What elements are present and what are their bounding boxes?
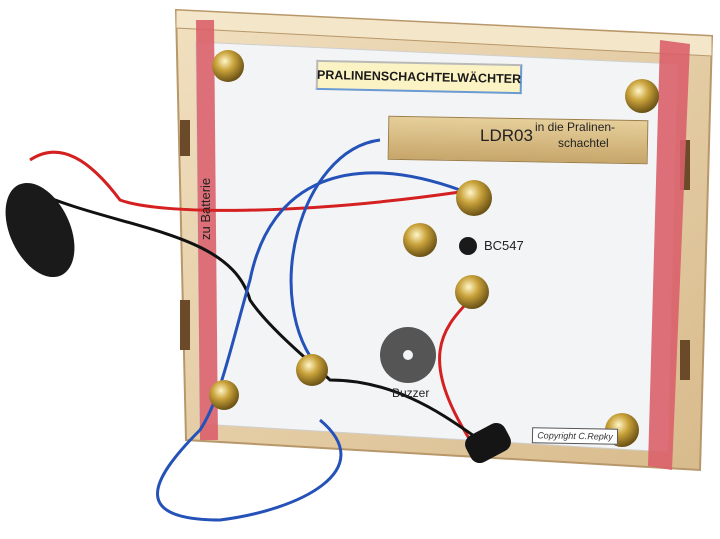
brass-stud: [456, 180, 492, 216]
wire-black: [29, 188, 481, 442]
transistor: [459, 237, 477, 255]
buzzer-label: Buzzer: [392, 386, 430, 400]
wire-blue: [156, 171, 461, 522]
brass-stud: [209, 380, 239, 410]
wire-red: [29, 150, 461, 212]
copyright-label: Copyright C.Repky: [531, 427, 619, 445]
circuit-board: [195, 41, 679, 453]
ldr-note-line2: schachtel: [558, 136, 609, 150]
ldr-note-line1: in die Pralinen-: [535, 120, 616, 134]
rubber-band-left: [196, 20, 218, 440]
transistor-label: BC547: [484, 238, 524, 253]
brass-stud: [625, 79, 659, 113]
rubber-band-right: [648, 40, 690, 470]
ldr-label: LDR03: [480, 126, 533, 145]
board-title: PRALINENSCHACHTELWÄCHTER: [315, 59, 523, 95]
battery-label: zu Batterie: [198, 177, 213, 240]
battery-clip: [5, 182, 75, 278]
buzzer-cap: [465, 422, 511, 464]
brass-stud: [403, 223, 437, 257]
brass-stud: [455, 275, 489, 309]
brass-stud: [296, 354, 328, 386]
brass-stud: [212, 50, 244, 82]
